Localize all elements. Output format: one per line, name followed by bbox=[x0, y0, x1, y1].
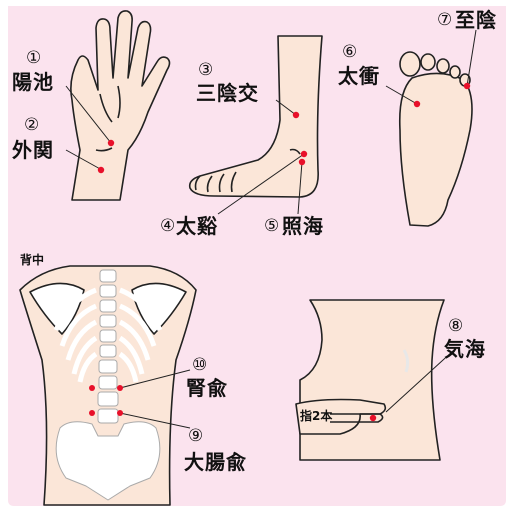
point-jinyu-left bbox=[89, 385, 95, 391]
point-7-name: 至陰 bbox=[455, 10, 497, 30]
finger-label: 指2本 bbox=[300, 410, 332, 422]
point-jinyu-right bbox=[117, 385, 123, 391]
point-6-number: ⑥ bbox=[342, 44, 357, 61]
point-4-number: ④ bbox=[160, 218, 175, 235]
point-1-number: ① bbox=[26, 50, 41, 67]
point-2-number: ② bbox=[24, 117, 39, 134]
point-4-name: 太谿 bbox=[176, 216, 218, 236]
point-taisho bbox=[414, 101, 420, 107]
point-10-number: ⑩ bbox=[192, 357, 207, 374]
point-9-name: 大腸兪 bbox=[184, 452, 247, 472]
point-5-number: ⑤ bbox=[264, 218, 279, 235]
point-1-name: 陽池 bbox=[12, 72, 54, 92]
point-3-name: 三陰交 bbox=[196, 83, 259, 103]
back-illustration bbox=[20, 266, 196, 505]
point-shokai bbox=[299, 159, 305, 165]
point-8-name: 気海 bbox=[444, 339, 486, 359]
point-kikai bbox=[370, 415, 376, 421]
point-8-number: ⑧ bbox=[448, 318, 463, 335]
point-9-number: ⑨ bbox=[188, 428, 203, 445]
point-6-name: 太衝 bbox=[338, 66, 380, 86]
point-saninko bbox=[293, 112, 299, 118]
point-daichoyu-left bbox=[89, 410, 95, 416]
point-yochi bbox=[108, 140, 114, 146]
point-7-number: ⑦ bbox=[437, 12, 452, 29]
point-5-name: 照海 bbox=[282, 216, 324, 236]
point-taikei bbox=[301, 151, 307, 157]
point-3-number: ③ bbox=[198, 62, 213, 79]
point-daichoyu-right bbox=[117, 410, 123, 416]
point-shiin bbox=[464, 83, 470, 89]
point-gaikan bbox=[98, 167, 104, 173]
back-label: 背中 bbox=[20, 254, 44, 266]
point-2-name: 外関 bbox=[12, 140, 54, 160]
point-10-name: 腎兪 bbox=[186, 378, 228, 398]
